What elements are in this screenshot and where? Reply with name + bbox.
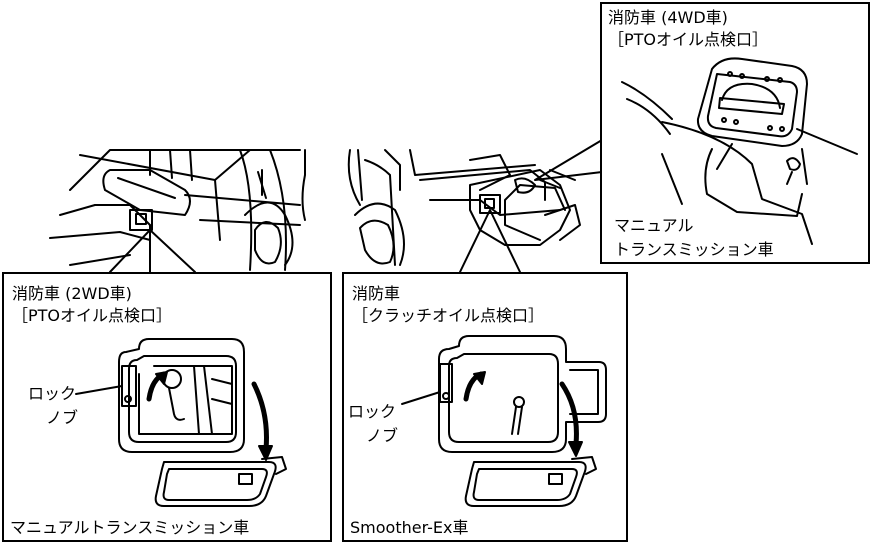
pto-cover-2wd-illustration: [75, 338, 287, 507]
panel-4wd-caption-line1: マニュアル: [614, 216, 694, 235]
lock-knob-label-line2: ノブ: [366, 426, 399, 445]
panel-clutch-oil: 消防車 ［クラッチオイル点検口］ ロック ノブ Smoother-Ex車: [342, 272, 628, 542]
panel-2wd-title: 消防車 (2WD車): [12, 284, 132, 303]
lock-knob-label-line1: ロック: [348, 402, 397, 421]
panel-4wd-caption-line2: トランスミッション車: [614, 240, 774, 259]
panel-clutch-subtitle: ［クラッチオイル点検口］: [352, 306, 545, 325]
panel-4wd-title: 消防車 (4WD車): [608, 8, 728, 27]
pto-cover-4wd-illustration: [621, 57, 858, 245]
lock-knob-label-line1: ロック: [28, 384, 77, 403]
left-truck-illustration: [49, 149, 306, 271]
lock-knob-label-line2: ノブ: [46, 408, 79, 427]
panel-2wd-caption: マニュアルトランスミッション車: [10, 518, 250, 537]
panel-4wd-pto: 消防車 (4WD車) ［PTOオイル点検口］ マニュアル トランスミッション車: [600, 2, 870, 264]
panel-4wd-subtitle: ［PTOオイル点検口］: [608, 30, 769, 49]
clutch-cover-illustration: [401, 335, 607, 507]
panel-clutch-caption: Smoother-Ex車: [350, 518, 469, 537]
middle-truck-illustration: [347, 149, 581, 266]
panel-2wd-subtitle: ［PTOオイル点検口］: [12, 306, 173, 325]
panel-clutch-title: 消防車: [352, 284, 401, 303]
panel-2wd-pto: 消防車 (2WD車) ［PTOオイル点検口］ ロック ノブ マニュアルトランスミ…: [2, 272, 332, 542]
